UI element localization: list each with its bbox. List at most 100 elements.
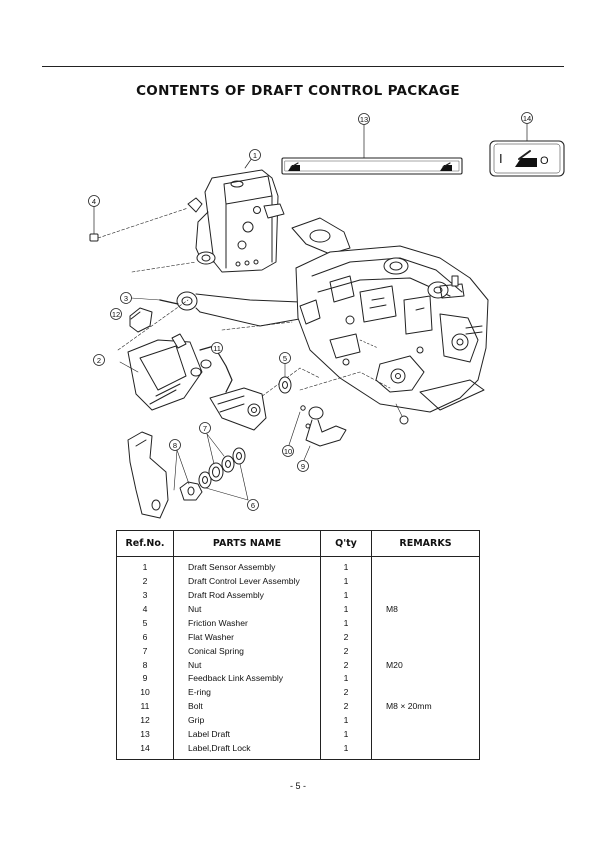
part-name-cell: Friction Washer (173, 616, 321, 631)
ref-no-cell: 7 (116, 644, 174, 659)
ref-no-cell: 12 (116, 714, 174, 729)
part-name-cell: Bolt (173, 700, 321, 715)
lever-bracket (209, 387, 267, 431)
quantity-cell: 2 (320, 630, 372, 645)
label-draft-illustration (281, 124, 463, 175)
header-qty: Q'ty (320, 530, 372, 557)
quantity-cell: 1 (320, 556, 372, 575)
callout-2: 2 (93, 354, 105, 366)
ref-no-cell: 14 (116, 742, 174, 761)
svg-text:4: 4 (92, 197, 96, 206)
svg-text:14: 14 (523, 114, 531, 123)
svg-text:7: 7 (203, 424, 207, 433)
remarks-cell (371, 644, 480, 659)
remarks-cell (371, 714, 480, 729)
part-name-cell: Feedback Link Assembly (173, 672, 321, 687)
remarks-cell (371, 630, 480, 645)
remarks-cell (371, 616, 480, 631)
callout-11: 11 (211, 342, 223, 354)
lower-lever-plate (127, 431, 169, 519)
svg-text:11: 11 (213, 344, 221, 353)
svg-text:5: 5 (283, 354, 287, 363)
remarks-cell: M20 (371, 658, 480, 673)
friction-washer-part (278, 362, 292, 394)
part-name-cell: Draft Control Lever Assembly (173, 574, 321, 589)
lock-right-symbol: O (540, 155, 549, 167)
ref-no-cell: 6 (116, 630, 174, 645)
callout-4: 4 (88, 195, 100, 207)
quantity-cell: 1 (320, 714, 372, 729)
ref-no-cell: 1 (116, 556, 174, 575)
svg-text:9: 9 (301, 462, 305, 471)
remarks-cell (371, 588, 480, 603)
part-name-cell: Label Draft (173, 728, 321, 743)
part-name-cell: Grip (173, 714, 321, 729)
remarks-cell: M8 (371, 602, 480, 617)
assembly-guide-lines (117, 261, 391, 421)
ref-no-cell: 11 (116, 700, 174, 715)
remarks-cell (371, 574, 480, 589)
callout-10: 10 (282, 445, 294, 457)
remarks-cell (371, 742, 480, 761)
svg-text:2: 2 (97, 356, 101, 365)
label-draft-lock-illustration: I O (489, 123, 565, 177)
remarks-cell (371, 728, 480, 743)
remarks-cell (371, 556, 480, 575)
callout-14: 14 (521, 112, 533, 124)
exploded-parts-diagram: I O (88, 112, 565, 519)
quantity-cell: 1 (320, 588, 372, 603)
callout-12: 12 (110, 308, 122, 320)
svg-text:1: 1 (253, 151, 257, 160)
callout-bubbles: 1 2 3 4 5 6 7 8 9 10 11 12 13 14 (88, 112, 533, 511)
svg-text:3: 3 (124, 294, 128, 303)
header-ref-no: Ref.No. (116, 530, 174, 557)
grip-part (129, 307, 153, 333)
callout-13: 13 (358, 113, 370, 125)
page-title: CONTENTS OF DRAFT CONTROL PACKAGE (136, 83, 460, 99)
quantity-cell: 2 (320, 658, 372, 673)
quantity-cell: 1 (320, 602, 372, 617)
quantity-cell: 2 (320, 644, 372, 659)
svg-text:12: 12 (112, 310, 120, 319)
quantity-cell: 2 (320, 700, 372, 715)
callout-5: 5 (279, 352, 291, 364)
callout-8: 8 (169, 439, 181, 451)
svg-text:6: 6 (251, 501, 255, 510)
washer-spring-nut-stack (173, 433, 249, 501)
quantity-cell: 1 (320, 672, 372, 687)
remarks-cell: M8 × 20mm (371, 700, 480, 715)
svg-text:13: 13 (360, 115, 368, 124)
quantity-cell: 1 (320, 742, 372, 761)
part-name-cell: Draft Sensor Assembly (173, 556, 321, 575)
header-parts-name: PARTS NAME (173, 530, 321, 557)
page-number: - 5 - (289, 781, 306, 791)
header-rule (42, 66, 564, 67)
callout-6: 6 (247, 499, 259, 511)
part-name-cell: Nut (173, 602, 321, 617)
svg-text:10: 10 (284, 447, 292, 456)
draft-control-lever-assembly (119, 333, 233, 411)
callout-7: 7 (199, 422, 211, 434)
callout-1: 1 (249, 149, 261, 161)
nut-m8-part (89, 197, 203, 242)
callout-3: 3 (120, 292, 132, 304)
ref-no-cell: 5 (116, 616, 174, 631)
remarks-cell (371, 686, 480, 701)
quantity-cell: 1 (320, 616, 372, 631)
svg-text:8: 8 (173, 441, 177, 450)
